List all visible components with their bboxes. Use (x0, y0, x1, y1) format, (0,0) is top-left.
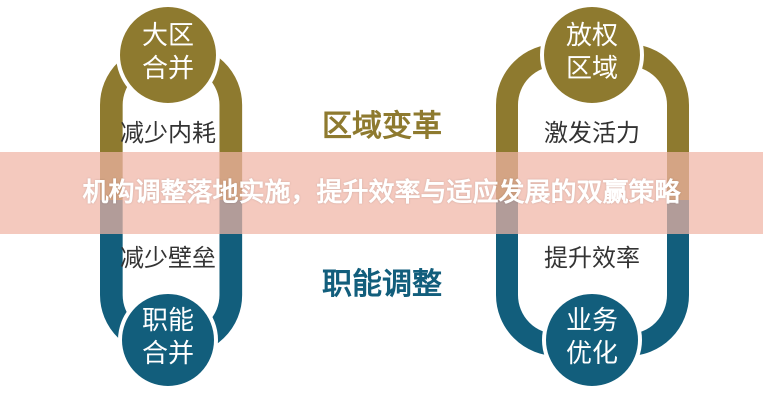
left-upper-text: 减少内耗 (120, 119, 216, 147)
right-upper-text: 激发活力 (544, 119, 640, 147)
left-lower-text: 减少壁垒 (120, 244, 216, 272)
title-banner: 机构调整落地实施，提升效率与适应发展的双赢策略 (0, 152, 763, 234)
right-lower-text: 提升效率 (544, 244, 640, 272)
right-loop (496, 3, 689, 390)
center-top-label: 区域变革 (322, 109, 442, 144)
left-top-circle-label: 大区合并 (141, 21, 194, 84)
right-bottom-circle-label: 业务优化 (565, 306, 618, 369)
left-loop (99, 3, 243, 390)
center-bottom-label: 职能调整 (322, 267, 442, 302)
banner-title: 机构调整落地实施，提升效率与适应发展的双赢策略 (82, 178, 681, 208)
right-top-circle-label: 放权区域 (565, 21, 618, 84)
left-bottom-circle-label: 职能合并 (141, 306, 194, 369)
